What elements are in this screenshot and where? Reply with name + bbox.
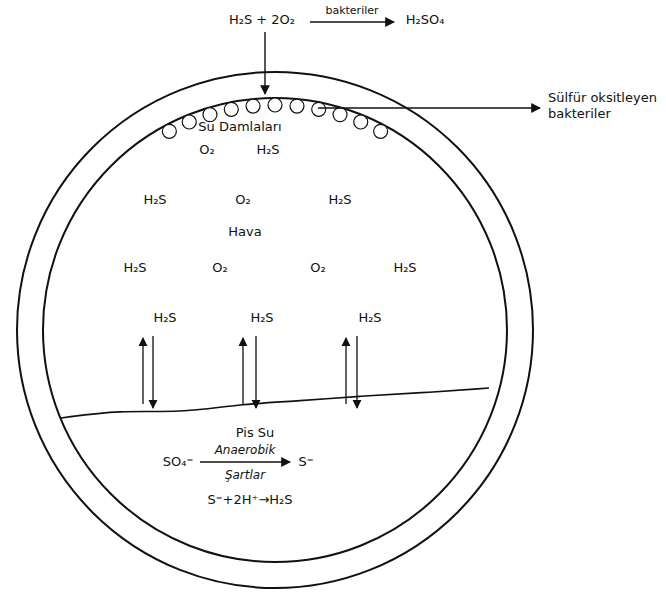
reaction-condition: bakteriler: [325, 4, 378, 17]
gas-arrow: [142, 338, 143, 404]
gas-label: H₂S: [123, 260, 146, 276]
gas-arrow: [255, 336, 256, 408]
gas-arrow: [356, 336, 357, 408]
gas-label: H₂S: [393, 260, 416, 276]
air-label: Hava: [228, 224, 261, 240]
water-droplet: [374, 124, 388, 138]
pipe-outer-wall: [17, 72, 533, 588]
water-droplet: [354, 115, 368, 129]
reaction-pointer: [264, 32, 265, 94]
gas-label: O₂: [235, 192, 250, 208]
gas-label: H₂S: [153, 310, 176, 326]
reaction-condition: Anaerobik: [215, 443, 276, 457]
reaction-formula: S⁼: [298, 454, 313, 470]
water-droplet: [290, 99, 304, 113]
gas-arrow: [242, 338, 243, 404]
gas-label: O₂: [199, 142, 214, 158]
sewage-label: Pis Su: [236, 425, 275, 441]
sewage-surface: [61, 388, 489, 418]
water-droplet: [333, 108, 347, 122]
gas-arrow: [152, 336, 153, 408]
gas-arrow: [345, 338, 346, 404]
water-droplet: [162, 124, 176, 138]
gas-label: H₂S: [358, 310, 381, 326]
water-droplet: [312, 102, 326, 116]
reaction-condition: Şartlar: [225, 468, 265, 482]
water-droplet: [246, 99, 260, 113]
water-droplet: [224, 102, 238, 116]
reaction-arrow: [200, 461, 290, 462]
reaction-formula: S⁼+2H⁺→H₂S: [207, 492, 292, 508]
gas-label: H₂S: [256, 142, 279, 158]
callout-arrow: [318, 107, 540, 108]
water-droplets: [162, 98, 387, 138]
reaction-formula: H₂S + 2O₂: [229, 12, 295, 28]
callout-label: Sülfür oksitleyen bakteriler: [548, 90, 660, 121]
water-droplet: [182, 115, 196, 129]
gas-label: H₂S: [250, 310, 273, 326]
gas-exchange-arrows: [143, 336, 357, 408]
water-droplet: [268, 98, 282, 112]
reaction-arrow: [310, 21, 394, 22]
gas-label: O₂: [310, 260, 325, 276]
droplet-label: Su Damlaları: [198, 119, 281, 135]
gas-label: H₂S: [328, 192, 351, 208]
reaction-formula: H₂SO₄: [406, 12, 445, 28]
gas-label: H₂S: [143, 192, 166, 208]
reaction-formula: SO₄⁼: [163, 454, 194, 470]
gas-label: O₂: [212, 260, 227, 276]
pipe-inner-wall: [43, 98, 507, 562]
